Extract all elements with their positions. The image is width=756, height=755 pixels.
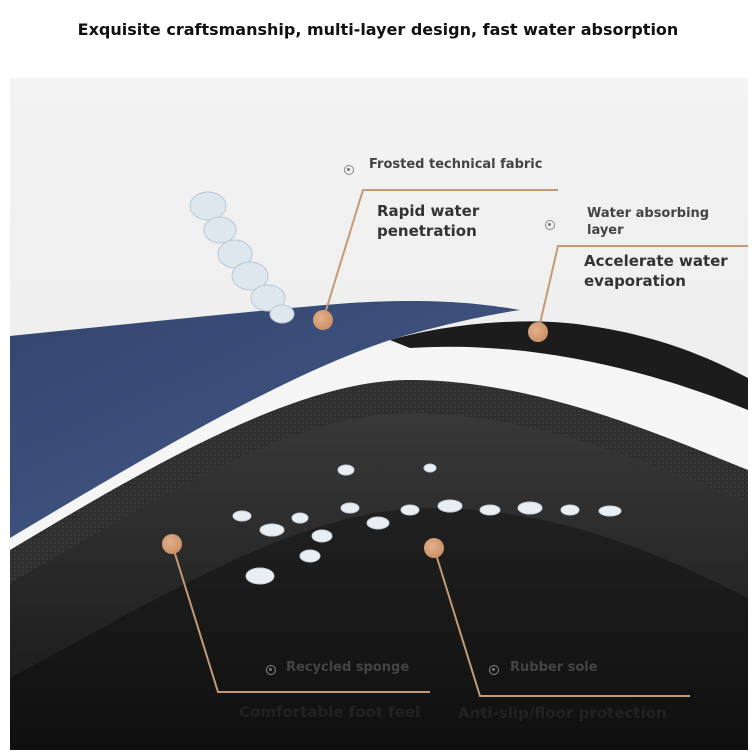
label-rapid-penetration: Rapid water penetration (377, 201, 479, 241)
leader-line-absorbing (537, 245, 748, 333)
label-recycled-sponge: Recycled sponge (286, 660, 410, 675)
leader-lines (171, 189, 748, 697)
black-backing-layer (390, 321, 748, 410)
water-stream-icon (189, 191, 295, 324)
label-water-absorbing: Water absorbing layer (587, 205, 709, 239)
label-rapid-line1: Rapid water (377, 202, 480, 220)
label-anti-slip: Anti-slip/floor protection (458, 704, 667, 722)
leader-dot-icon (528, 322, 548, 342)
label-absorbing-line1: Water absorbing (587, 206, 710, 221)
label-evap-line2: evaporation (584, 272, 686, 290)
target-bullet-icon (344, 165, 354, 175)
absorbing-layer-edge (10, 378, 748, 583)
mat-cross-section (10, 189, 748, 750)
label-comfortable-feel: Comfortable foot feel (239, 703, 421, 721)
leader-line-rubber (433, 547, 690, 697)
leader-dot-icon (162, 534, 182, 554)
label-accelerate-evaporation: Accelerate water evaporation (584, 251, 728, 291)
target-bullet-icon (266, 665, 276, 675)
leader-dot-icon (424, 538, 444, 558)
label-rubber-sole: Rubber sole (510, 660, 598, 675)
white-layer (10, 339, 748, 550)
leader-line-frosted (322, 189, 558, 321)
target-bullet-icon (489, 665, 499, 675)
label-rapid-line2: penetration (377, 222, 477, 240)
target-bullet-icon (545, 220, 555, 230)
water-droplets-icon (232, 463, 622, 585)
label-frosted-fabric: Frosted technical fabric (369, 157, 543, 172)
leader-dot-icon (313, 310, 333, 330)
label-absorbing-line2: layer (587, 223, 624, 238)
page-title: Exquisite craftsmanship, multi-layer des… (77, 20, 679, 39)
label-evap-line1: Accelerate water (584, 252, 728, 270)
leader-line-sponge (171, 543, 430, 693)
frosted-fabric-layer (10, 300, 520, 538)
mat-layers-photo (10, 78, 748, 750)
